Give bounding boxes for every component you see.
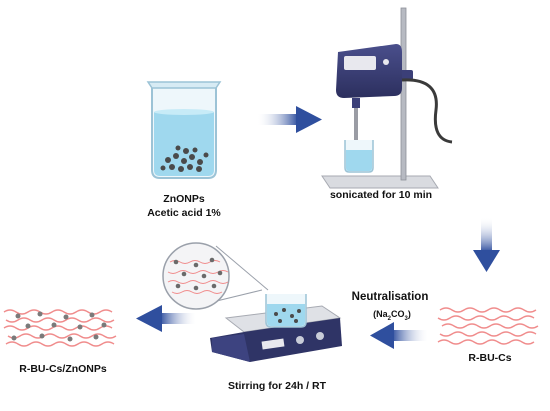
product-label: R-BU-Cs/ZnONPs bbox=[19, 363, 107, 375]
arrow-down-icon bbox=[473, 218, 500, 272]
reagent-mid: CO bbox=[391, 309, 405, 319]
neutralisation-reagent: (Na2CO3) bbox=[356, 309, 428, 322]
reagent-prefix: (Na bbox=[373, 309, 388, 319]
sonication-label: sonicated for 10 min bbox=[329, 189, 433, 201]
arrow-left-icon-2 bbox=[136, 305, 196, 332]
chitosan-label: R-BU-Cs bbox=[468, 352, 512, 364]
nanoparticles-icon bbox=[160, 145, 209, 172]
magnetic-stirrer-icon bbox=[162, 242, 342, 362]
stirring-label: Stirring for 24h / RT bbox=[227, 380, 326, 392]
mixture-label-line1: ZnONPs bbox=[163, 193, 205, 205]
sonicator-icon bbox=[321, 7, 453, 189]
reagent-sub-2: 3 bbox=[404, 315, 408, 322]
mixture-label: ZnONPs Acetic acid 1% bbox=[144, 192, 224, 220]
neutralisation-label: Neutralisation bbox=[351, 291, 429, 303]
beaker-mixture-icon bbox=[146, 81, 222, 179]
polymer-chains-icon bbox=[437, 307, 539, 345]
mixture-label-line2: Acetic acid 1% bbox=[147, 207, 221, 219]
reagent-suffix: ) bbox=[407, 309, 411, 319]
composite-product-icon bbox=[3, 309, 117, 347]
reagent-sub-1: 2 bbox=[387, 315, 391, 322]
arrow-left-icon bbox=[370, 322, 428, 349]
arrow-right-icon bbox=[258, 106, 322, 133]
